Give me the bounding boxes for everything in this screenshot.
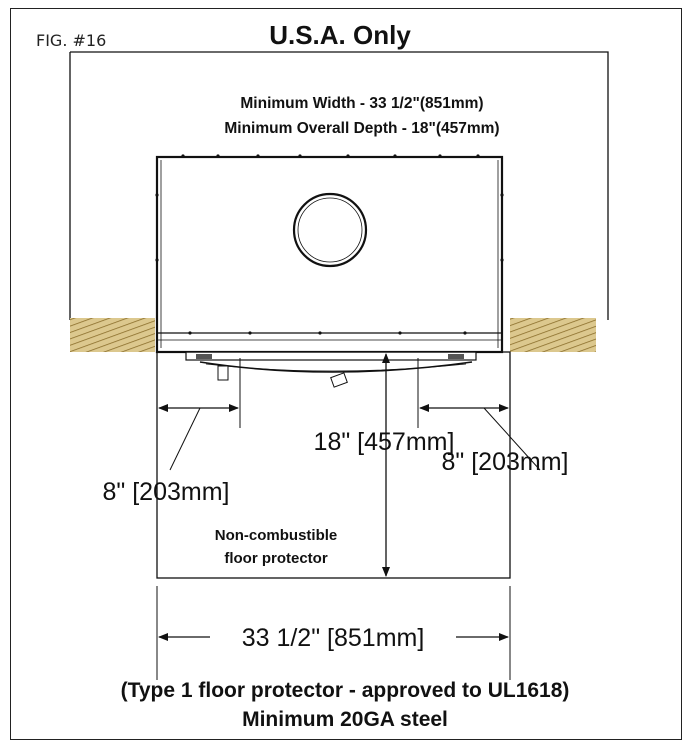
right-clearance-label: 8" [203mm] — [442, 448, 569, 476]
width-label: 33 1/2" [851mm] — [242, 624, 425, 652]
figure-frame — [10, 8, 682, 740]
depth-label: 18" [457mm] — [314, 428, 455, 456]
hearth-strip-right — [510, 318, 596, 352]
right-leader-line — [483, 407, 541, 471]
left-handle — [217, 365, 229, 381]
page-title: U.S.A. Only — [269, 20, 411, 50]
hearth-strip-left — [70, 318, 155, 352]
flue-collar — [292, 192, 368, 268]
spec-min-width: Minimum Width - 33 1/2"(851mm) — [240, 95, 483, 112]
floor-protector-label-line2: floor protector — [224, 550, 327, 567]
left-leader-line — [169, 407, 201, 471]
left-clearance-label: 8" [203mm] — [103, 478, 230, 506]
floor-protector-label-line1: Non-combustible — [215, 527, 338, 544]
stove-unit — [155, 154, 504, 388]
footer-steel-gauge: Minimum 20GA steel — [242, 708, 448, 731]
floor-protector-outline — [156, 351, 511, 579]
figure-label: FIG. #16 — [36, 31, 106, 50]
spec-min-depth: Minimum Overall Depth - 18"(457mm) — [224, 120, 499, 137]
footer-protector-type: (Type 1 floor protector - approved to UL… — [121, 679, 570, 702]
wall-outline — [69, 51, 609, 320]
ash-knob — [330, 372, 348, 388]
